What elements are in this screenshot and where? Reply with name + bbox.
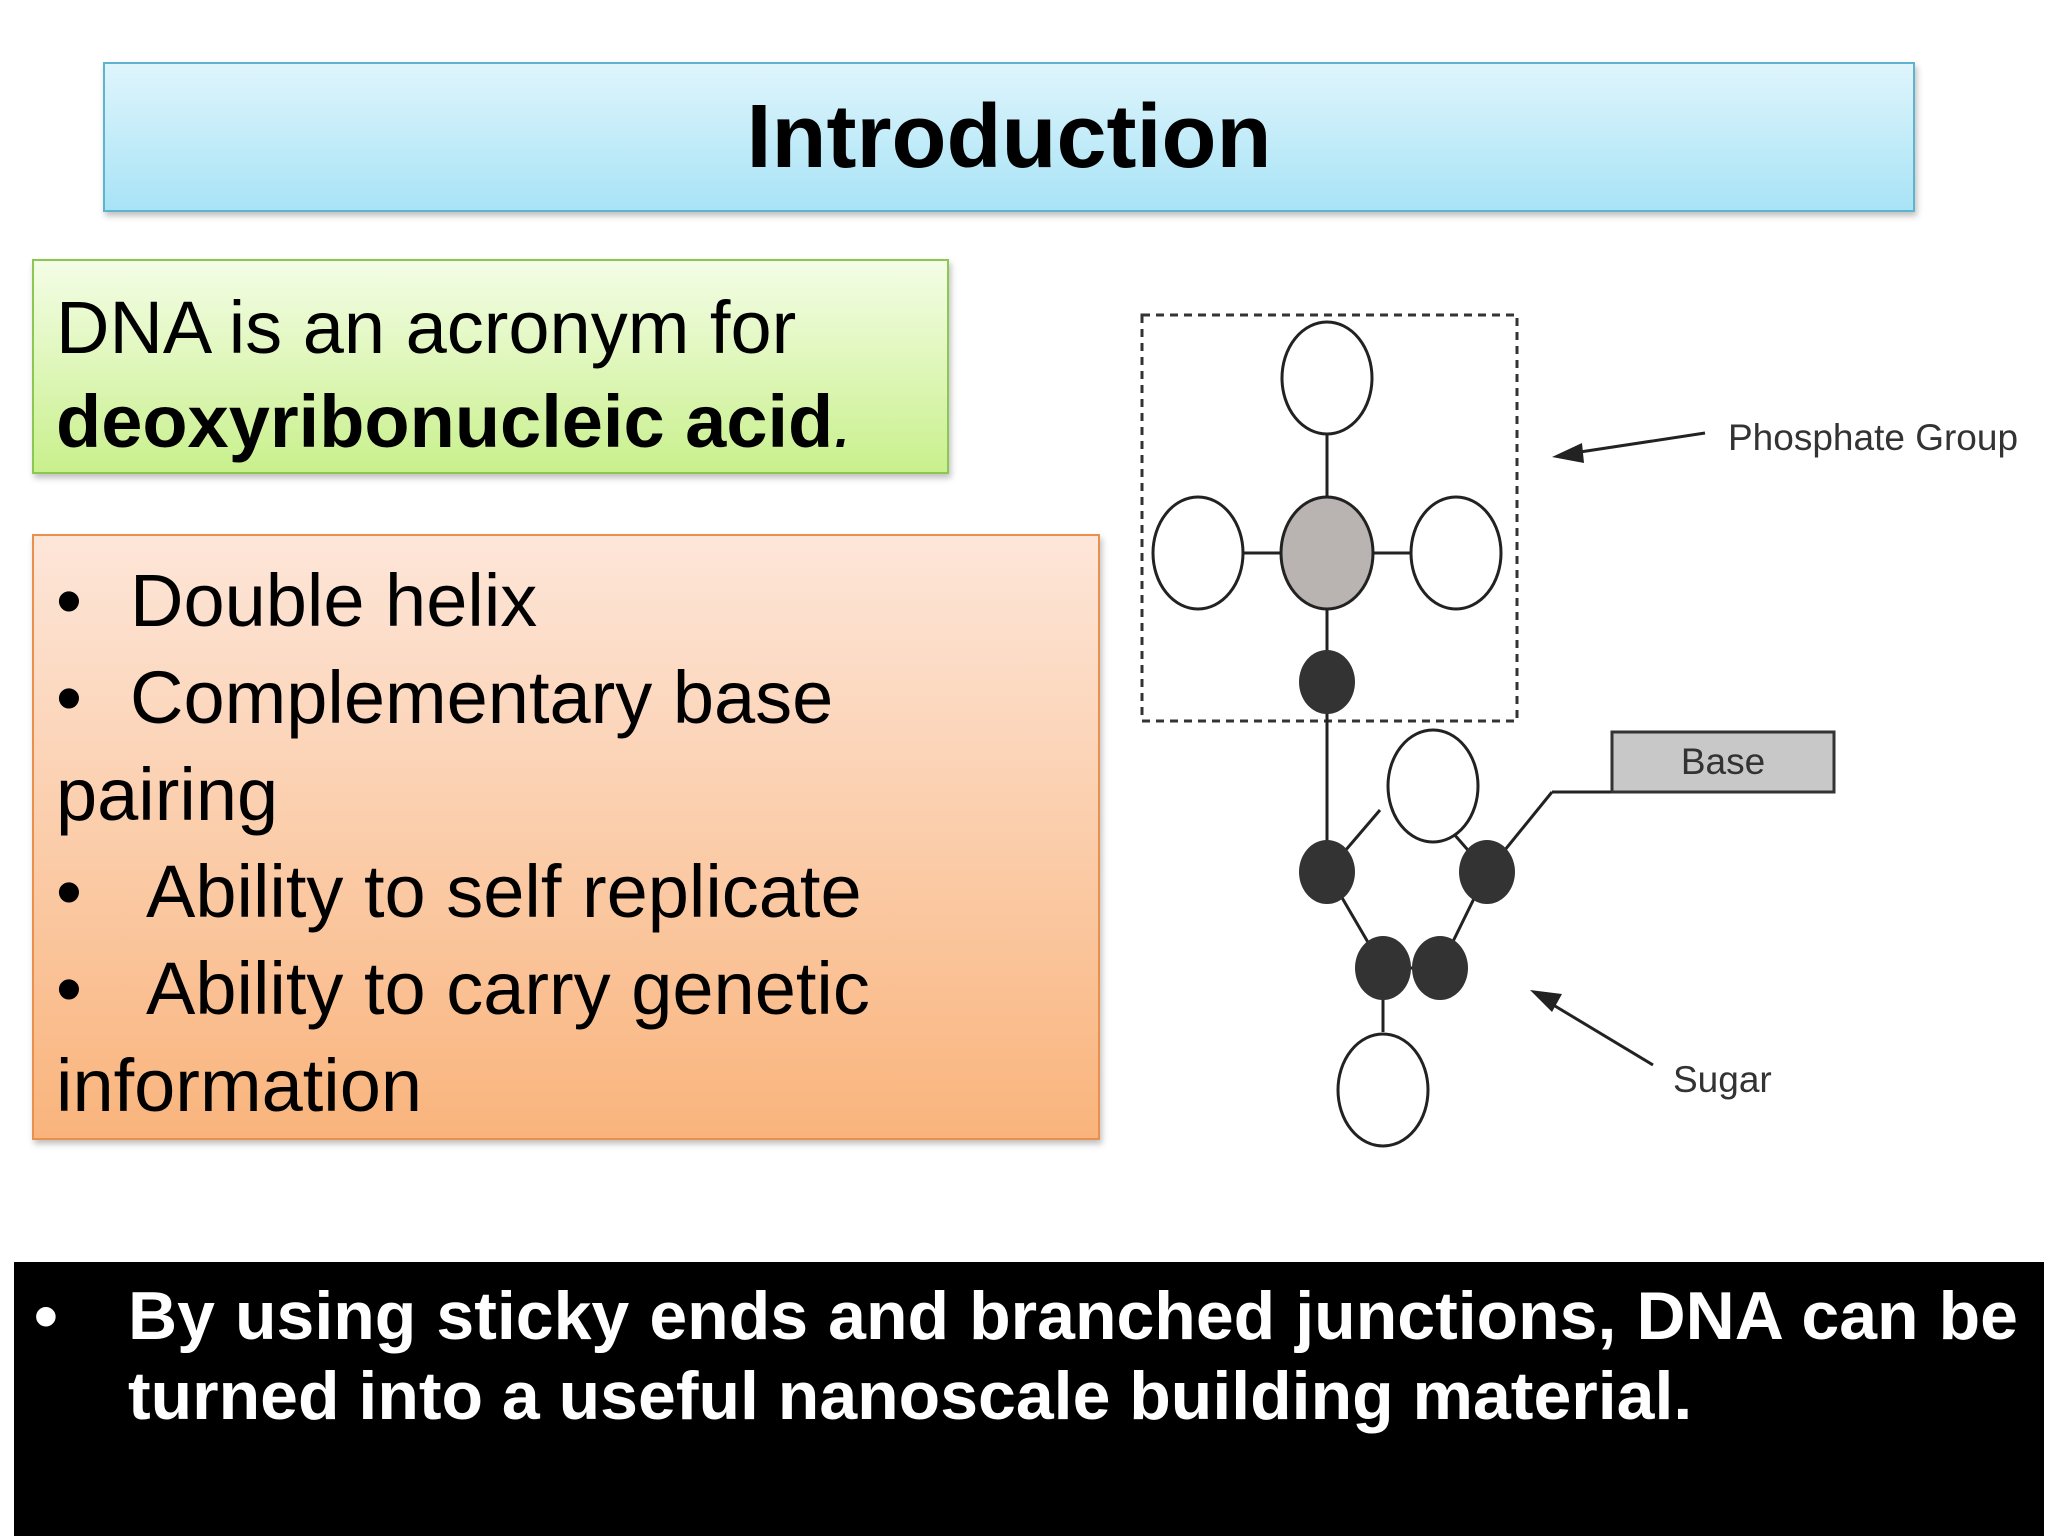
definition-term-line: deoxyribonucleic acid. xyxy=(56,375,925,469)
feature-item-continued: pairing xyxy=(56,753,279,836)
sugar-carbon-atom xyxy=(1355,936,1411,1000)
base-label: Base xyxy=(1681,741,1765,782)
feature-item: • Double helix xyxy=(56,552,1076,649)
bullet: • xyxy=(56,559,82,642)
phosphate-group-box xyxy=(1140,313,1519,723)
definition-line: DNA is an acronym for xyxy=(56,286,797,369)
linking-atom xyxy=(1299,650,1355,714)
bullet: • xyxy=(34,1278,58,1354)
feature-text: Ability to self replicate xyxy=(146,850,862,933)
oxygen-atom-bottom xyxy=(1336,1032,1430,1148)
bullet: • xyxy=(56,850,82,933)
bullet: • xyxy=(56,656,82,739)
definition-term-suffix: . xyxy=(833,380,854,463)
oxygen-atom-left xyxy=(1151,495,1245,611)
definition-term: deoxyribonucleic acid xyxy=(56,380,834,463)
feature-item-continued: information xyxy=(56,1044,423,1127)
summary-text: By using sticky ends and branched juncti… xyxy=(128,1278,2018,1434)
feature-item: • Ability to carry genetic xyxy=(56,940,1076,1037)
feature-text: Ability to carry genetic xyxy=(146,947,870,1030)
definition-box: DNA is an acronym for deoxyribonucleic a… xyxy=(32,259,949,474)
oxygen-atom-right xyxy=(1409,495,1503,611)
feature-text: Complementary base xyxy=(130,656,834,739)
features-box: • Double helix • Complementary base pairin… xyxy=(32,534,1100,1140)
slide-title: Introduction xyxy=(746,86,1272,187)
oxygen-atom-top xyxy=(1280,320,1374,436)
ring-oxygen-atom xyxy=(1386,728,1480,844)
sugar-arrow xyxy=(1530,990,1654,1067)
feature-text: Double helix xyxy=(130,559,538,642)
phosphate-arrow xyxy=(1552,431,1706,463)
feature-item: • Ability to self replicate xyxy=(56,843,1076,940)
sugar-carbon-atom xyxy=(1412,936,1468,1000)
title-bar: Introduction xyxy=(103,62,1915,212)
phosphorus-atom xyxy=(1279,495,1375,611)
bullet: • xyxy=(56,947,82,1030)
summary-item: • By using sticky ends and branched junc… xyxy=(34,1276,2022,1436)
phosphate-group-label: Phosphate Group xyxy=(1728,417,2018,458)
base-label-box xyxy=(1610,730,1836,794)
sugar-carbon-atom xyxy=(1299,840,1355,904)
summary-box: • By using sticky ends and branched junc… xyxy=(14,1262,2044,1536)
sugar-label: Sugar xyxy=(1673,1059,1772,1100)
nucleotide-diagram: Phosphate Group Base Sugar xyxy=(1140,313,2018,1148)
feature-item: • Complementary base xyxy=(56,649,1076,746)
sugar-carbon-atom xyxy=(1459,840,1515,904)
